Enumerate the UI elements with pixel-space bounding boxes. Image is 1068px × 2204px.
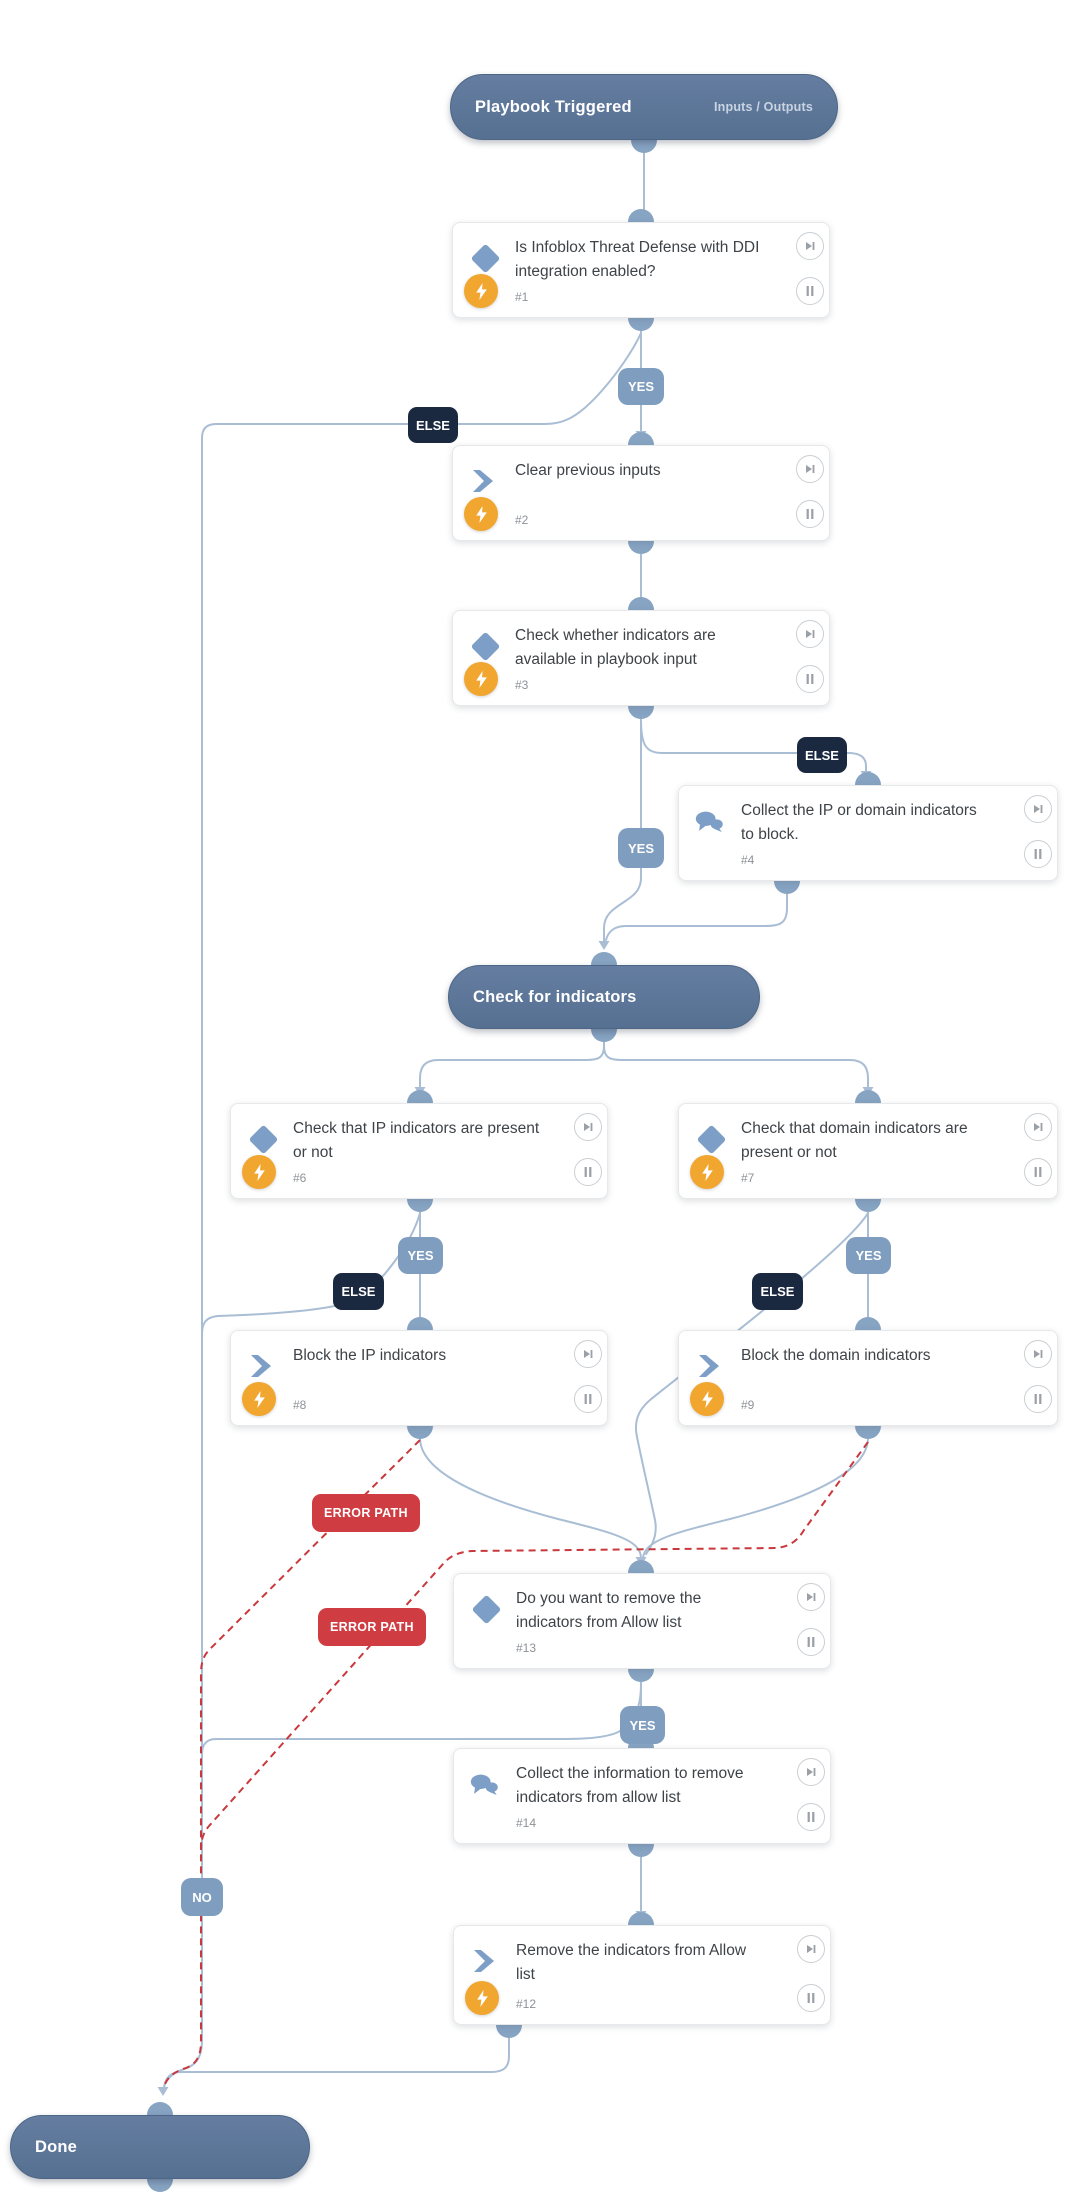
node-number: #13 [516,1641,537,1655]
pause-step-button[interactable] [574,1158,602,1186]
node-number: #14 [516,1816,537,1830]
node-number: #4 [741,853,755,867]
task-node-7[interactable]: Check that domain indicators are present… [678,1103,1058,1199]
else-branch-badge[interactable]: ELSE [752,1273,803,1310]
pause-step-button[interactable] [1024,1385,1052,1413]
node-title: Check whether indicators are available i… [515,627,716,669]
skip-step-button[interactable] [797,1758,825,1786]
node-number: #7 [741,1171,755,1185]
skip-step-button[interactable] [1024,795,1052,823]
yes-branch-badge[interactable]: YES [620,1706,665,1744]
task-node-1[interactable]: Is Infoblox Threat Defense with DDI inte… [452,222,830,318]
task-node-6[interactable]: Check that IP indicators are present or … [230,1103,608,1199]
else-branch-badge[interactable]: ELSE [333,1273,384,1310]
node-title: Block the IP indicators [293,1347,447,1364]
pill-label: Check for indicators [473,987,637,1006]
node-number: #8 [293,1398,307,1412]
node-title: Clear previous inputs [515,462,661,479]
trigger-node[interactable]: Playbook Triggered Inputs / Outputs [450,74,838,140]
node-title: Do you want to remove the indicators fro… [516,1590,702,1632]
lightning-icon [690,1155,724,1189]
task-node-12[interactable]: Remove the indicators from Allow list #1… [453,1925,831,2025]
node-title: Collect the information to remove indica… [516,1765,744,1807]
node-title: Collect the IP or domain indicators to b… [741,802,977,844]
pause-step-button[interactable] [797,1628,825,1656]
skip-step-button[interactable] [796,620,824,648]
node-title: Block the domain indicators [741,1347,931,1364]
decision-icon [471,1594,502,1625]
task-node-8[interactable]: Block the IP indicators #8 [230,1330,608,1426]
task-node-3[interactable]: Check whether indicators are available i… [452,610,830,706]
pause-step-button[interactable] [797,1803,825,1831]
node-number: #6 [293,1171,307,1185]
action-icon [471,1950,497,1972]
pause-step-button[interactable] [796,277,824,305]
decision-icon [696,1124,727,1155]
lightning-icon [242,1382,276,1416]
task-node-14[interactable]: Collect the information to remove indica… [453,1748,831,1844]
yes-branch-badge[interactable]: YES [398,1237,443,1274]
skip-step-button[interactable] [796,455,824,483]
else-branch-badge[interactable]: ELSE [408,407,458,443]
message-icon [694,810,724,832]
lightning-icon [690,1382,724,1416]
skip-step-button[interactable] [574,1113,602,1141]
yes-branch-badge[interactable]: YES [618,828,664,868]
pause-step-button[interactable] [574,1385,602,1413]
node-title: Check that IP indicators are present or … [293,1120,540,1162]
no-branch-badge[interactable]: NO [181,1878,223,1916]
error-path-badge[interactable]: ERROR PATH [318,1608,426,1646]
pause-step-button[interactable] [796,500,824,528]
skip-step-button[interactable] [1024,1113,1052,1141]
pause-step-button[interactable] [797,1984,825,2012]
skip-step-button[interactable] [796,232,824,260]
skip-step-button[interactable] [574,1340,602,1368]
action-icon [248,1355,274,1377]
error-path-badge[interactable]: ERROR PATH [312,1494,420,1532]
skip-step-button[interactable] [797,1935,825,1963]
decision-icon [470,631,501,662]
pause-step-button[interactable] [1024,840,1052,868]
action-icon [696,1355,722,1377]
inputs-outputs-link[interactable]: Inputs / Outputs [713,100,813,114]
node-number: #9 [741,1398,755,1412]
check-for-indicators-node[interactable]: Check for indicators [448,965,760,1029]
node-number: #3 [515,678,529,692]
message-icon [469,1773,499,1795]
decision-icon [248,1124,279,1155]
done-node[interactable]: Done [10,2115,310,2179]
pause-step-button[interactable] [1024,1158,1052,1186]
pause-step-button[interactable] [796,665,824,693]
node-number: #1 [515,290,529,304]
node-title: Check that domain indicators are present… [741,1120,968,1162]
else-branch-badge[interactable]: ELSE [797,737,847,773]
lightning-icon [464,274,498,308]
action-icon [470,470,496,492]
lightning-icon [464,497,498,531]
trigger-label: Playbook Triggered [475,97,632,116]
task-node-13[interactable]: Do you want to remove the indicators fro… [453,1573,831,1669]
yes-branch-badge[interactable]: YES [846,1237,891,1274]
yes-branch-badge[interactable]: YES [618,368,664,405]
task-node-4[interactable]: Collect the IP or domain indicators to b… [678,785,1058,881]
lightning-icon [465,1981,499,2015]
task-node-9[interactable]: Block the domain indicators #9 [678,1330,1058,1426]
node-title: Remove the indicators from Allow list [516,1942,747,1984]
pill-label: Done [35,2137,78,2156]
task-node-2[interactable]: Clear previous inputs #2 [452,445,830,541]
skip-step-button[interactable] [797,1583,825,1611]
node-number: #12 [516,1997,537,2011]
node-number: #2 [515,513,529,527]
skip-step-button[interactable] [1024,1340,1052,1368]
node-title: Is Infoblox Threat Defense with DDI inte… [515,239,760,281]
lightning-icon [242,1155,276,1189]
decision-icon [470,243,501,274]
lightning-icon [464,662,498,696]
